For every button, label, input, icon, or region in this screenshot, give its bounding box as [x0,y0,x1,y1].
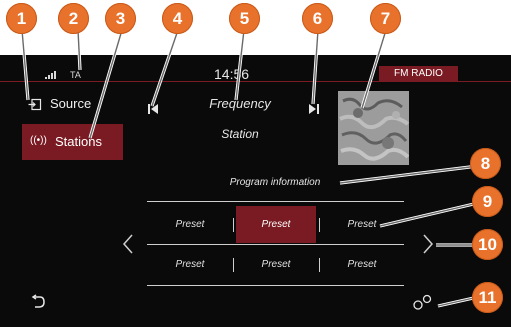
callout-9: 9 [472,186,503,217]
preset-separator [233,258,234,272]
preset-page-left-icon[interactable] [121,233,135,255]
callout-7: 7 [370,3,401,34]
album-art [338,91,409,165]
station-name: Station [221,127,259,141]
preset-divider-top [147,201,404,202]
status-divider [0,81,511,82]
callout-10: 10 [472,229,503,260]
preset-button[interactable]: Preset [347,259,377,270]
preset-button[interactable]: Preset [175,259,205,270]
back-arrow-icon[interactable] [30,294,46,310]
source-label: Source [50,96,92,111]
callout-3: 3 [105,3,136,34]
callout-6: 6 [302,3,333,34]
stations-button[interactable]: ((•)) Stations [22,124,123,160]
skip-previous-icon[interactable] [148,104,158,114]
preset-button[interactable]: Preset [261,259,291,270]
settings-icon[interactable] [410,293,436,311]
preset-divider-middle [147,244,404,245]
callout-11: 11 [472,282,503,313]
preset-button[interactable]: Preset [175,219,205,230]
preset-separator [319,258,320,272]
skip-next-icon[interactable] [309,104,319,114]
preset-button[interactable]: Preset [347,219,377,230]
callout-8: 8 [470,148,501,179]
callout-2: 2 [58,3,89,34]
preset-separator [233,218,234,232]
source-input-icon [28,98,42,111]
traffic-announcement-indicator: TA [70,70,81,80]
preset-page-right-icon[interactable] [421,233,435,255]
source-button[interactable]: Source [22,95,122,115]
signal-strength-icon [45,70,59,79]
radio-waves-icon: ((•)) [30,135,47,146]
preset-divider-bottom [147,285,404,286]
callout-1: 1 [6,3,37,34]
frequency-display: Frequency [209,96,271,111]
preset-separator [319,218,320,232]
callout-4: 4 [162,3,193,34]
infotainment-screen: TA 14:56 FM RADIO Source ((•)) Stations … [0,55,511,327]
program-information: Program information [229,177,321,188]
preset-button-active[interactable]: Preset [236,206,316,243]
band-label: FM RADIO [379,66,458,81]
callout-5: 5 [229,3,260,34]
